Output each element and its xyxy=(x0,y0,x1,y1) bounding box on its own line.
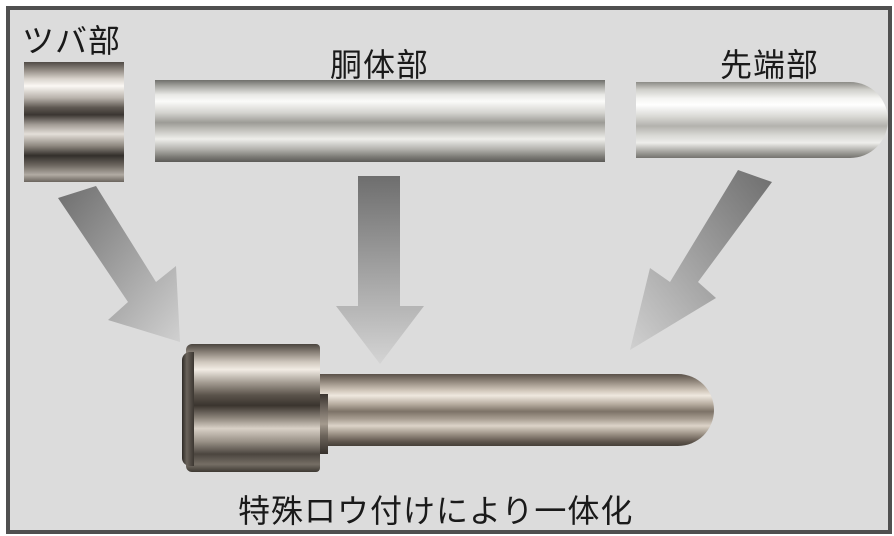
collar-part-image xyxy=(24,62,124,182)
arrow-tip xyxy=(630,170,772,350)
arrow-collar xyxy=(58,186,180,342)
assembled-pin-collar xyxy=(186,344,320,472)
body-part-label: 胴体部 xyxy=(330,46,430,84)
tip-part-label: 先端部 xyxy=(720,46,820,84)
collar-part-label: ツバ部 xyxy=(22,22,122,60)
assembled-pin-shaft xyxy=(318,374,714,446)
tip-part-image xyxy=(636,82,888,158)
assembly-caption: 特殊ロウ付けにより一体化 xyxy=(238,492,634,530)
arrow-body xyxy=(336,176,424,364)
assembled-pin-collar-face xyxy=(182,352,194,466)
body-part-image xyxy=(155,80,605,162)
